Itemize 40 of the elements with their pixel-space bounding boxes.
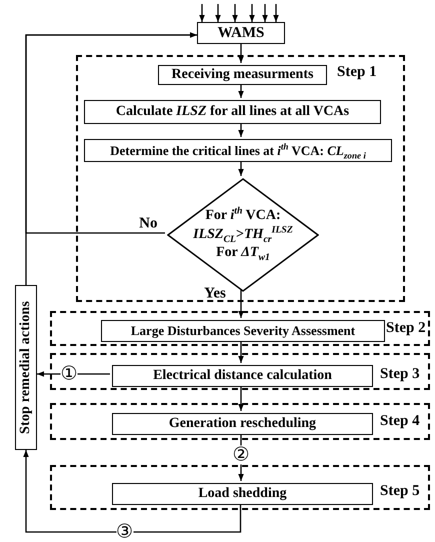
arrow	[37, 371, 110, 377]
process-box: Large Disturbances Severity Assessment	[101, 320, 385, 342]
process-box: Calculate ILSZ for all lines at all VCAs	[84, 100, 381, 124]
edge-label: ②	[232, 446, 250, 465]
arrow	[25, 32, 197, 234]
step-label: Step 4	[380, 413, 420, 430]
arrow	[215, 4, 221, 22]
arrow	[262, 4, 268, 22]
process-box: Receiving measurments	[158, 65, 327, 85]
process-box: WAMS	[197, 22, 285, 44]
arrow	[232, 4, 238, 22]
step-region	[50, 403, 430, 440]
arrow	[238, 290, 244, 318]
edge-label: Yes	[204, 286, 226, 302]
process-box: Generation rescheduling	[112, 413, 373, 435]
process-box: Stop remedial actions	[15, 285, 37, 450]
arrow	[238, 44, 244, 63]
step-region	[50, 353, 430, 390]
step-region	[76, 55, 405, 302]
edge-label: No	[139, 216, 158, 232]
step-region	[50, 311, 430, 346]
arrow	[23, 450, 242, 533]
condition-text: For ΔT$_{w1}$	[216, 244, 270, 264]
arrow	[238, 340, 244, 363]
step-label: Step 1	[337, 64, 377, 81]
step-label: Step 5	[380, 483, 420, 500]
step-region	[50, 465, 430, 510]
arrow	[238, 122, 244, 137]
arrow	[249, 4, 255, 22]
process-box: Electrical distance calculation	[112, 365, 373, 387]
arrow	[238, 160, 244, 176]
step-label: Step 3	[380, 366, 420, 383]
step-label: Step 2	[386, 320, 426, 337]
process-box: Determine the critical lines at i$^{th}$ VCA: CL$_{zone i}$	[84, 139, 392, 162]
arrow	[199, 4, 205, 22]
condition-text: For i$^{th}$ VCA:	[205, 206, 281, 225]
arrow	[238, 83, 244, 98]
process-box: Load shedding	[112, 483, 373, 505]
arrow	[238, 385, 244, 411]
arrow	[273, 4, 279, 22]
